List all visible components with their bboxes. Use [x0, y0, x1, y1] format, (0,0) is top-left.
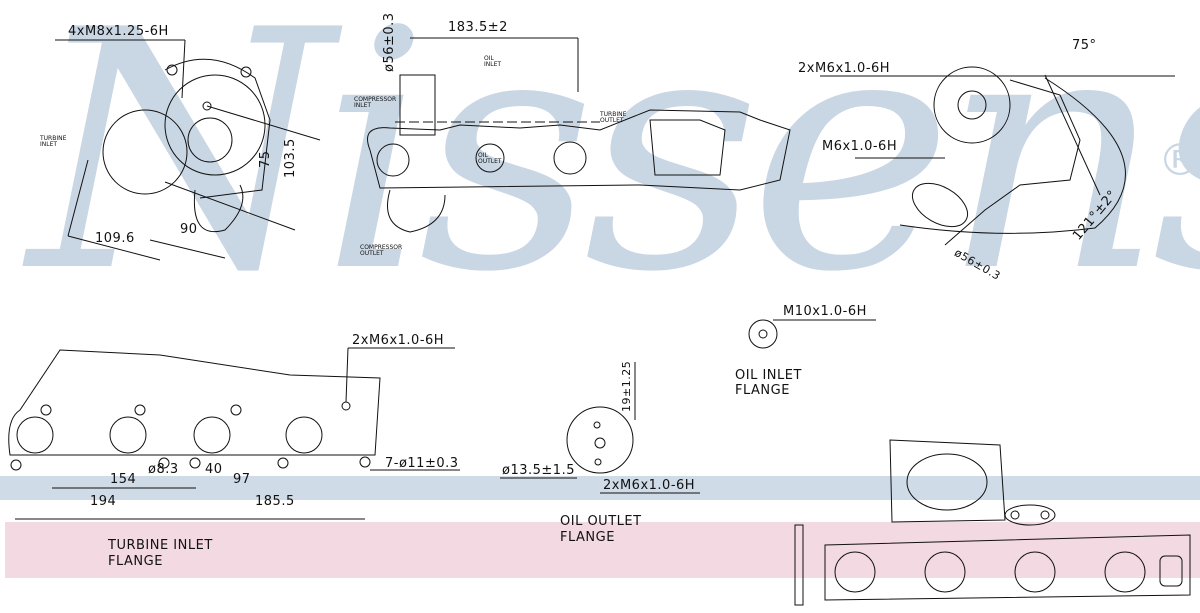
dim-40: 40: [205, 462, 223, 477]
front-turbine-inlet-label: TURBINE INLET: [40, 135, 67, 148]
oil-outlet-flange-view: [500, 362, 700, 494]
turbine-inlet-flange-view: [8, 347, 460, 520]
oil-inlet-thread: M10x1.0-6H: [783, 304, 867, 319]
oil-outlet-label: OIL OUTLET: [478, 152, 502, 165]
dim-154: 154: [110, 472, 137, 487]
oil-outlet-flange-title: OIL OUTLET FLANGE: [560, 514, 642, 545]
rear-thread-a: 2xM6x1.0-6H: [798, 61, 891, 76]
dim-185-5: 185.5: [255, 494, 295, 509]
pink-band: [5, 522, 1200, 578]
rear-view: [820, 66, 1175, 246]
oil-outlet-thread: 2xM6x1.0-6H: [603, 478, 696, 493]
oil-inlet-flange-view: [748, 319, 876, 349]
angle-75: 75°: [1072, 38, 1097, 53]
dim-194: 194: [90, 494, 117, 509]
dim-hole-dia: ø8.3: [148, 462, 179, 477]
front-thread-label: 4xM8x1.25-6H: [68, 24, 169, 39]
brand-watermark: Nissens: [29, 0, 1200, 344]
registered-mark: ®: [1158, 135, 1200, 186]
side-view: [367, 37, 791, 233]
turbine-flange-thread: 2xM6x1.0-6H: [352, 333, 445, 348]
compressor-outlet-label: COMPRESSOR OUTLET: [360, 244, 403, 257]
rear-thread-b: M6x1.0-6H: [822, 139, 898, 154]
side-diameter: ø56±0.3: [382, 12, 397, 72]
dim-90: 90: [180, 222, 198, 237]
dim-109-6: 109.6: [95, 231, 135, 246]
turbine-outlet-label: TURBINE OUTLET: [600, 111, 627, 124]
oil-outlet-dia: ø13.5±1.5: [502, 463, 575, 478]
oil-inlet-label: OIL INLET: [484, 55, 502, 68]
blue-band: [0, 476, 1200, 500]
oil-inlet-flange-title: OIL INLET FLANGE: [735, 368, 802, 398]
front-view: [55, 39, 321, 261]
compressor-inlet-label: COMPRESSOR INLET: [354, 96, 397, 109]
turbine-flange-holes: 7-ø11±0.3: [385, 456, 459, 471]
dim-75: 75: [258, 150, 273, 168]
oil-outlet-height: 19±1.25: [620, 360, 633, 412]
side-length: 183.5±2: [448, 20, 508, 35]
dim-103-5: 103.5: [283, 138, 298, 178]
dim-97: 97: [233, 472, 251, 487]
gaskets: [794, 439, 1191, 606]
turbine-flange-title: TURBINE INLET FLANGE: [108, 538, 213, 569]
